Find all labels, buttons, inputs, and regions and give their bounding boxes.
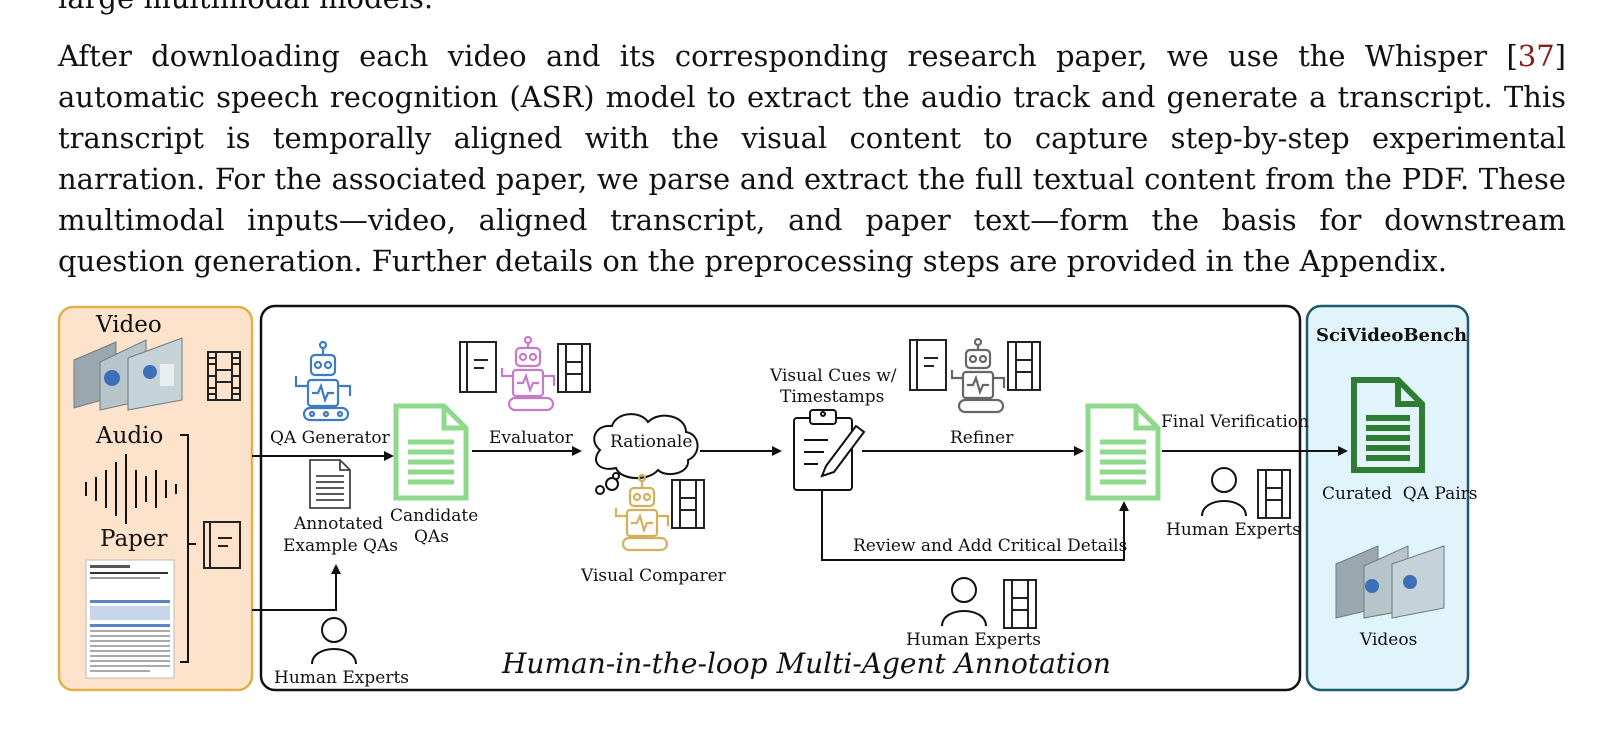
annotated-document-icon <box>309 459 351 509</box>
arrow-review <box>821 490 1129 561</box>
human-experts-center-label: Human Experts <box>906 630 1042 650</box>
qa-generator-label: QA Generator <box>270 428 390 448</box>
annotation-panel <box>259 304 1302 692</box>
refiner-robot-icon <box>950 337 1006 414</box>
human-experts-left-label: Human Experts <box>274 668 410 688</box>
visual-cues-label-line2: Timestamps <box>780 387 885 407</box>
audio-label: Audio <box>96 423 164 449</box>
rationale-cloud-icon <box>593 413 699 495</box>
paragraph-text-start: After downloading each video and its cor… <box>58 39 1518 73</box>
refined-qas-document-icon <box>1085 403 1161 501</box>
annotated-label-line2: Example QAs <box>283 536 398 556</box>
input-bracket <box>180 434 196 663</box>
scivideobench-label: SciVideoBench <box>1316 325 1468 346</box>
film-icon <box>207 351 241 401</box>
visual-comparer-label: Visual Comparer <box>581 566 726 586</box>
figure-title: Human-in-the-loop Multi-Agent Annotation <box>502 647 1111 680</box>
candidate-qas-document-icon <box>393 403 469 501</box>
human-expert-icon-left <box>311 617 357 665</box>
pipeline-figure: Video Audio Paper QA Generator Annotated… <box>0 300 1619 742</box>
paper-label: Paper <box>100 526 168 552</box>
video-label: Video <box>96 312 162 338</box>
human-experts-right-label: Human Experts <box>1166 520 1302 540</box>
evaluator-film-icon <box>557 343 591 393</box>
candidate-label-line2: QAs <box>414 527 449 547</box>
annotated-label-line1: Annotated <box>294 514 384 534</box>
figure-graphics <box>57 304 1470 692</box>
rationale-label: Rationale <box>610 432 693 452</box>
film-icon-right <box>1257 469 1291 519</box>
video-thumbnails-icon <box>73 337 183 411</box>
qa-generator-robot-icon <box>294 340 352 422</box>
evaluator-robot-icon <box>500 335 556 412</box>
human-expert-icon-center <box>941 577 987 627</box>
citation-link[interactable]: 37 <box>1517 39 1555 73</box>
body-paragraph: After downloading each video and its cor… <box>58 36 1566 282</box>
refiner-book-icon <box>909 339 947 391</box>
visual-comparer-robot-icon <box>614 473 670 552</box>
visual-cues-label-line1: Visual Cues w/ <box>770 366 897 386</box>
previous-line-text: large multimodal models. <box>58 0 1566 19</box>
videos-label: Videos <box>1360 630 1418 650</box>
transcript-book-icon <box>203 521 241 569</box>
final-verification-label: Final Verification <box>1161 412 1309 432</box>
film-icon-center <box>1003 579 1037 629</box>
evaluator-label: Evaluator <box>489 428 573 448</box>
flow-arrows <box>252 446 1348 611</box>
refiner-film-icon <box>1007 341 1041 391</box>
human-expert-icon-right <box>1201 467 1247 517</box>
arrow-paper-to-annotated <box>252 564 341 611</box>
candidate-label-line1: Candidate <box>390 506 479 526</box>
visual-comparer-film-icon <box>671 479 705 529</box>
evaluator-book-icon <box>459 341 497 393</box>
curated-qa-document-icon <box>1351 377 1425 473</box>
paragraph-text-end: ] automatic speech recognition (ASR) mod… <box>58 39 1566 278</box>
paper-thumbnail-icon <box>85 559 175 679</box>
output-video-thumbnails-icon <box>1335 545 1445 619</box>
refiner-label: Refiner <box>950 428 1014 448</box>
clipboard-icon <box>793 409 866 491</box>
review-label: Review and Add Critical Details <box>853 536 1128 556</box>
audio-waveform-icon <box>85 454 177 524</box>
curated-qa-pairs-label: Curated QA Pairs <box>1322 484 1478 504</box>
